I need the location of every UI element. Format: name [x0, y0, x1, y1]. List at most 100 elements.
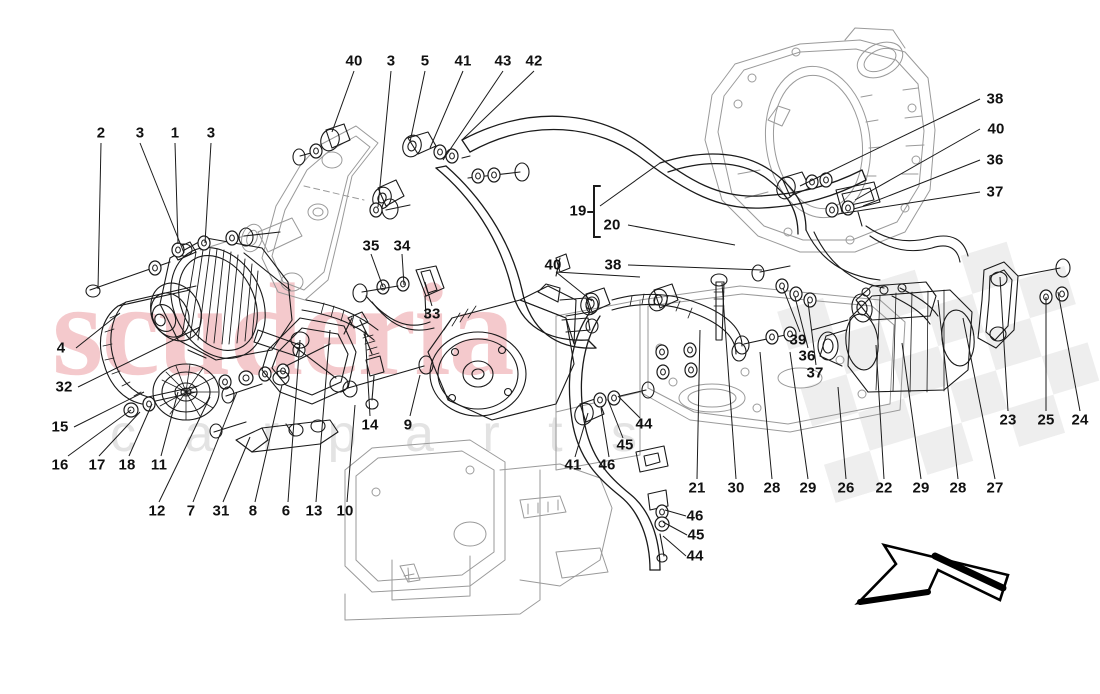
- callout-25: 25: [1037, 411, 1055, 429]
- leader-line: [77, 326, 201, 388]
- leader-line: [364, 329, 371, 417]
- leader-line: [799, 98, 981, 187]
- callout-39: 39: [789, 331, 807, 349]
- leader-line: [315, 329, 331, 503]
- callout-21: 21: [688, 479, 706, 497]
- leader-line: [807, 301, 817, 366]
- leader-line: [75, 312, 121, 349]
- leader-line: [204, 142, 212, 244]
- leader-line: [555, 271, 593, 302]
- callout-29: 29: [799, 479, 817, 497]
- callout-14: 14: [361, 416, 379, 434]
- leader-line: [875, 344, 885, 480]
- callout-4: 4: [56, 339, 66, 357]
- callout-46: 46: [598, 456, 616, 474]
- leader-line: [854, 128, 981, 201]
- callout-34: 34: [393, 237, 411, 255]
- orientation-arrow-shape: [854, 542, 1010, 605]
- callout-11: 11: [150, 456, 168, 474]
- callout-28: 28: [763, 479, 781, 497]
- callout-40: 40: [544, 256, 562, 274]
- leader-line: [627, 264, 763, 271]
- callout-3: 3: [206, 124, 216, 142]
- leader-line: [962, 317, 996, 480]
- callout-28: 28: [949, 479, 967, 497]
- callout-36: 36: [798, 347, 816, 365]
- callout-9: 9: [403, 416, 413, 434]
- leader-line: [73, 391, 145, 428]
- callout-42: 42: [525, 52, 543, 70]
- callout-37: 37: [986, 183, 1004, 201]
- callout-30: 30: [727, 479, 745, 497]
- leader-line: [664, 509, 687, 517]
- leader-line: [662, 535, 687, 557]
- callout-1: 1: [170, 124, 180, 142]
- callout-44: 44: [635, 415, 653, 433]
- callout-26: 26: [837, 479, 855, 497]
- callout-31: 31: [212, 502, 230, 520]
- callout-13: 13: [305, 502, 323, 520]
- leader-line: [67, 409, 132, 457]
- leader-line: [1057, 291, 1081, 412]
- leader-line: [794, 296, 809, 349]
- callout-46: 46: [686, 507, 704, 525]
- leader-line: [429, 70, 464, 149]
- leader-line: [97, 142, 102, 290]
- leader-line: [696, 329, 701, 480]
- leader-line: [789, 351, 809, 480]
- callout-20: 20: [603, 216, 621, 234]
- callout-45: 45: [687, 526, 705, 544]
- callout-33: 33: [423, 305, 441, 323]
- callout-43: 43: [494, 52, 512, 70]
- callout-12: 12: [148, 502, 166, 520]
- callout-2: 2: [96, 124, 106, 142]
- leader-line: [837, 191, 981, 215]
- leader-line: [409, 70, 426, 143]
- leader-line: [442, 70, 504, 161]
- callout-3: 3: [135, 124, 145, 142]
- leader-line: [721, 282, 737, 480]
- leader-line: [837, 386, 847, 480]
- callout-5: 5: [420, 52, 430, 70]
- callout-29: 29: [912, 479, 930, 497]
- leader-line: [461, 70, 535, 141]
- leader-line: [607, 399, 624, 439]
- callout-45: 45: [616, 436, 634, 454]
- leader-line: [662, 521, 688, 536]
- leader-line: [331, 70, 355, 133]
- leader-line: [999, 276, 1009, 412]
- callout-18: 18: [118, 456, 136, 474]
- callout-22: 22: [875, 479, 893, 497]
- callout-10: 10: [336, 502, 354, 520]
- group-bracket-19-20: [587, 185, 601, 238]
- callout-3: 3: [386, 52, 396, 70]
- leader-line: [370, 253, 384, 288]
- callout-16: 16: [51, 456, 69, 474]
- leader-line: [782, 287, 801, 333]
- leader-line: [139, 142, 185, 254]
- callout-44: 44: [686, 547, 704, 565]
- callout-36: 36: [986, 151, 1004, 169]
- leader-line: [192, 391, 238, 503]
- callout-17: 17: [88, 456, 106, 474]
- leader-line: [600, 407, 610, 458]
- leader-line: [617, 395, 641, 419]
- leader-line: [862, 159, 981, 207]
- leader-line: [128, 403, 153, 457]
- callout-27: 27: [986, 479, 1004, 497]
- leader-line: [222, 436, 251, 503]
- callout-7: 7: [186, 502, 196, 520]
- leader-line: [174, 142, 179, 245]
- callout-41: 41: [454, 52, 472, 70]
- leader-line: [627, 224, 736, 246]
- leader-line: [937, 299, 959, 480]
- callout-41: 41: [564, 456, 582, 474]
- leader-line: [254, 384, 283, 503]
- leader-line: [98, 411, 141, 457]
- leader-line: [158, 396, 211, 503]
- leader-line: [901, 342, 922, 480]
- callout-24: 24: [1071, 411, 1089, 429]
- callout-38: 38: [604, 256, 622, 274]
